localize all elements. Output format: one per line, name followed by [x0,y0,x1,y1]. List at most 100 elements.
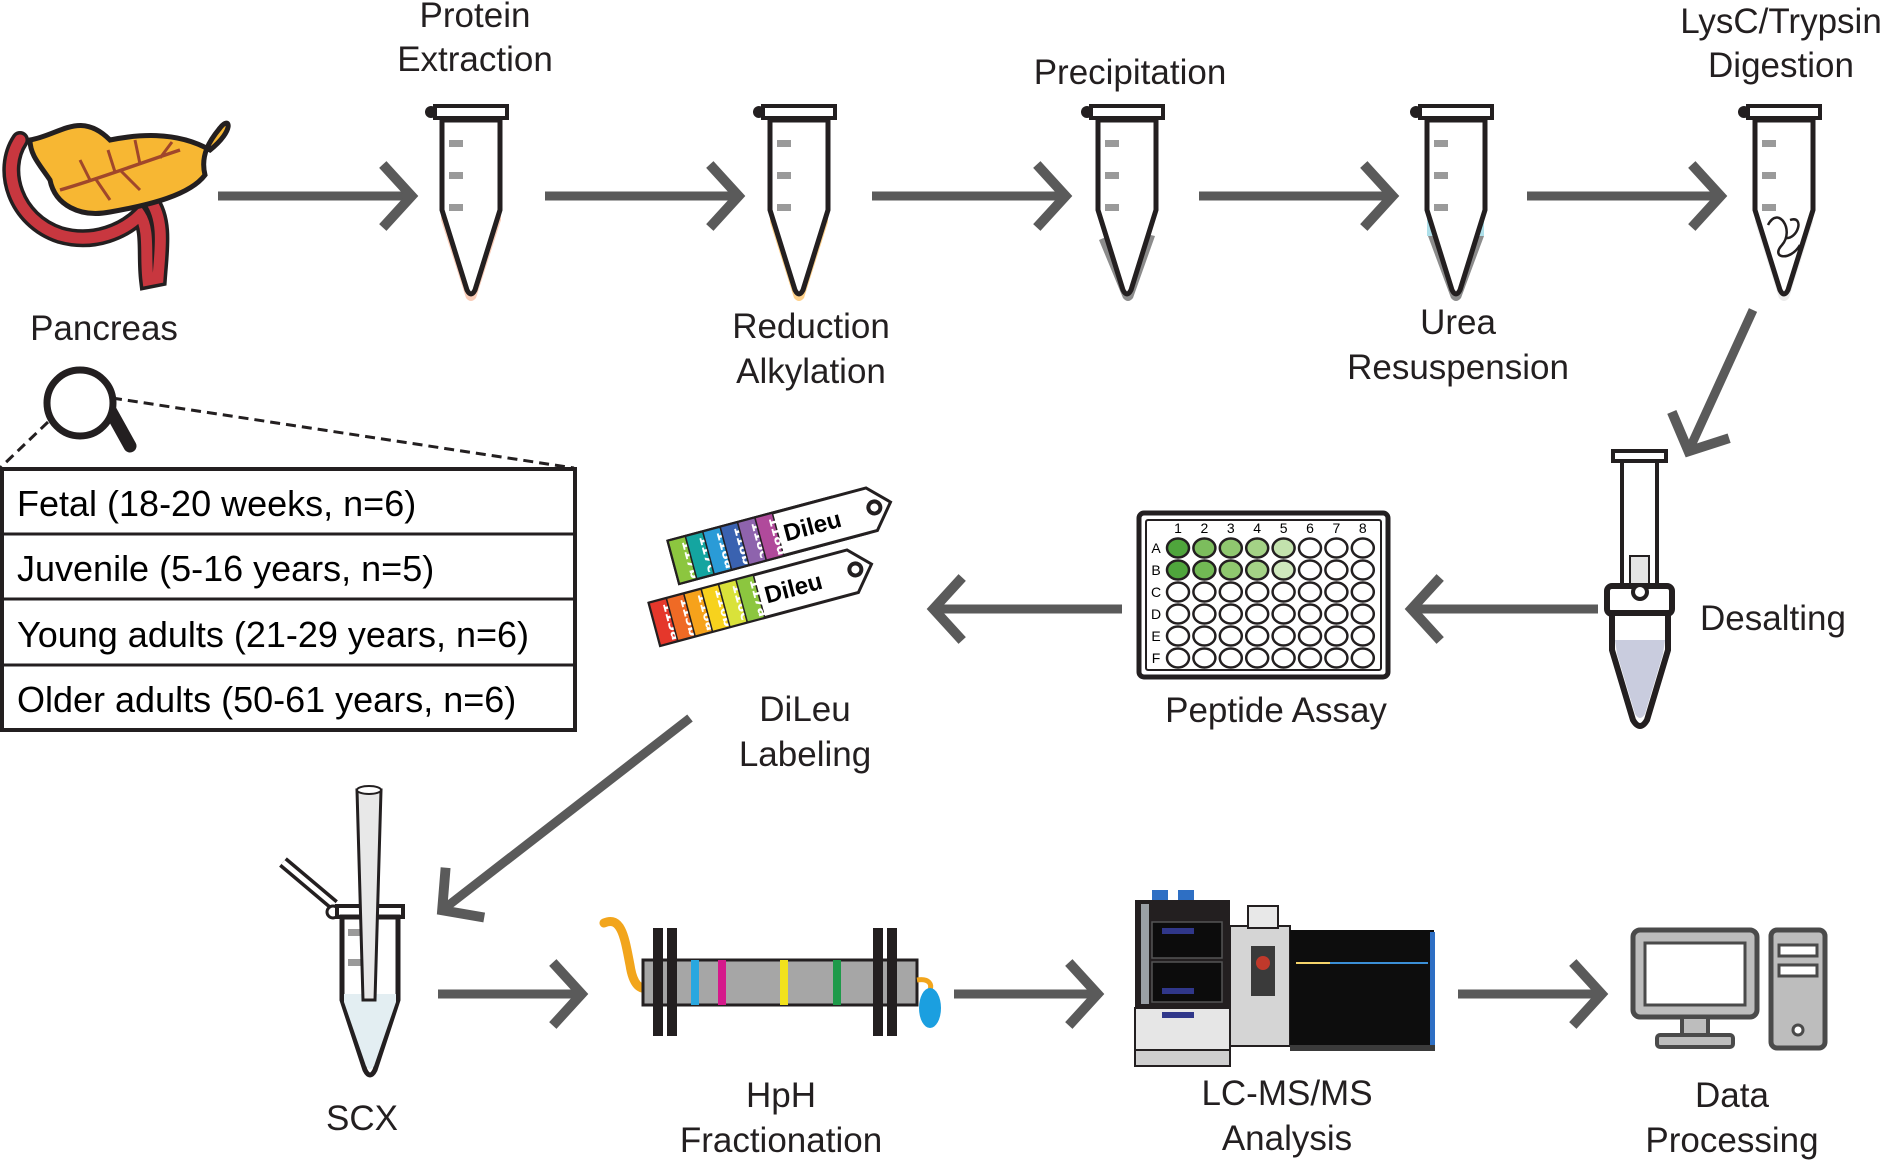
plate-well [1192,559,1217,581]
plate-well [1192,625,1217,647]
lcms-label-2: Analysis [1222,1119,1352,1158]
tag-strip-top-hole [866,499,883,516]
tag-color-block [754,512,785,562]
plate-well [1244,603,1270,625]
arrow-labeling-to-scx [436,714,693,923]
plate-well [1165,559,1191,581]
plate-column-label: 4 [1253,520,1261,536]
plate-well [1271,537,1296,559]
cohort-juvenile: Juvenile (5-16 years, n=5) [17,548,434,589]
plate-well [1218,647,1244,669]
plate-well [1271,581,1296,603]
plate-well [1297,581,1323,603]
tube-lysc-trypsin-digestion [1738,106,1820,301]
reduction-label-2: Alkylation [736,352,886,391]
plate-row-label: D [1151,606,1161,622]
desalting-column-icon [1604,449,1675,729]
lcms-label-1: LC-MS/MS [1201,1074,1372,1113]
plate-well [1350,537,1376,559]
plate-well [1324,559,1349,581]
plate-well [1192,537,1217,559]
plate-well [1165,647,1191,669]
magnifier-icon [43,366,137,453]
zoom-line-right [111,396,575,470]
plate-well [1297,603,1323,625]
top-row-arrows [218,161,1758,1029]
plate-well [1244,537,1270,559]
plate-well [1218,603,1244,625]
plate-column-label: 8 [1359,520,1367,536]
pancreas-icon [2,120,231,291]
plate-well [1324,581,1349,603]
plate-well [1350,647,1376,669]
plate-row-label: F [1152,650,1161,666]
plate-well [1244,559,1270,581]
plate-row-label: B [1151,562,1160,578]
hph-label-1: HpH [746,1076,816,1115]
plate-well [1297,537,1323,559]
tube-precipitation [1081,106,1163,301]
plate-well [1297,625,1323,647]
plate-well [1324,537,1349,559]
scx-label: SCX [326,1099,398,1138]
cohort-table: Fetal (18-20 weeks, n=6) Juvenile (5-16 … [0,467,577,732]
plate-column-label: 3 [1227,520,1235,536]
plate-well [1244,647,1270,669]
tube-urea-resuspension [1410,106,1492,301]
plate-well [1165,537,1191,559]
peptide-assay-label: Peptide Assay [1165,691,1387,730]
plate-well [1218,537,1244,559]
plate-well [1350,625,1376,647]
digestion-label-1: LysC/Trypsin [1680,2,1882,41]
cohort-fetal: Fetal (18-20 weeks, n=6) [17,483,416,524]
plate-well [1271,559,1296,581]
digestion-label-2: Digestion [1708,46,1854,85]
plate-well [1244,581,1270,603]
plate-well [1350,581,1376,603]
scx-tube-icon [279,785,405,1078]
plate-well [1350,559,1376,581]
plate-well [1350,603,1376,625]
plate-well [1324,625,1349,647]
protein-extraction-label-2: Extraction [397,40,553,79]
plate-row-label: A [1151,540,1161,556]
plate-well [1297,647,1323,669]
tube-protein-extraction [425,106,507,301]
plate-well [1297,559,1323,581]
precipitation-label: Precipitation [1034,53,1227,92]
data-processing-label-2: Processing [1645,1121,1818,1160]
cohort-young-adults: Young adults (21-29 years, n=6) [17,614,529,655]
plate-column-label: 1 [1174,520,1182,536]
urea-label-1: Urea [1420,303,1496,342]
urea-label-2: Resuspension [1347,348,1569,387]
plate-well [1165,581,1191,603]
plate-well [1192,603,1217,625]
plate-row-label: C [1151,584,1161,600]
arrow-digestion-to-desalting [1667,308,1758,458]
plate-well [1218,559,1244,581]
dileu-label-1: DiLeu [759,690,850,729]
desalting-label: Desalting [1700,599,1846,638]
computer-icon [1630,927,1828,1051]
data-processing-label-1: Data [1695,1076,1769,1115]
plate-well [1192,647,1217,669]
zoom-line-left [0,420,50,470]
protein-extraction-label-1: Protein [420,0,531,35]
dileu-label-2: Labeling [739,735,871,774]
plate-column-label: 7 [1333,520,1341,536]
plate-well [1324,647,1349,669]
plate-well [1271,647,1296,669]
plate-well [1324,603,1349,625]
plate-well [1218,625,1244,647]
plate-column-label: 5 [1280,520,1288,536]
plate-well [1165,625,1191,647]
tube-reduction-alkylation [753,106,835,301]
plate-well [1165,603,1191,625]
reduction-label-1: Reduction [732,307,890,346]
plate-column-label: 6 [1306,520,1314,536]
plate-well [1271,625,1296,647]
tag-color-block [735,574,766,624]
hph-column-icon [599,917,941,1036]
